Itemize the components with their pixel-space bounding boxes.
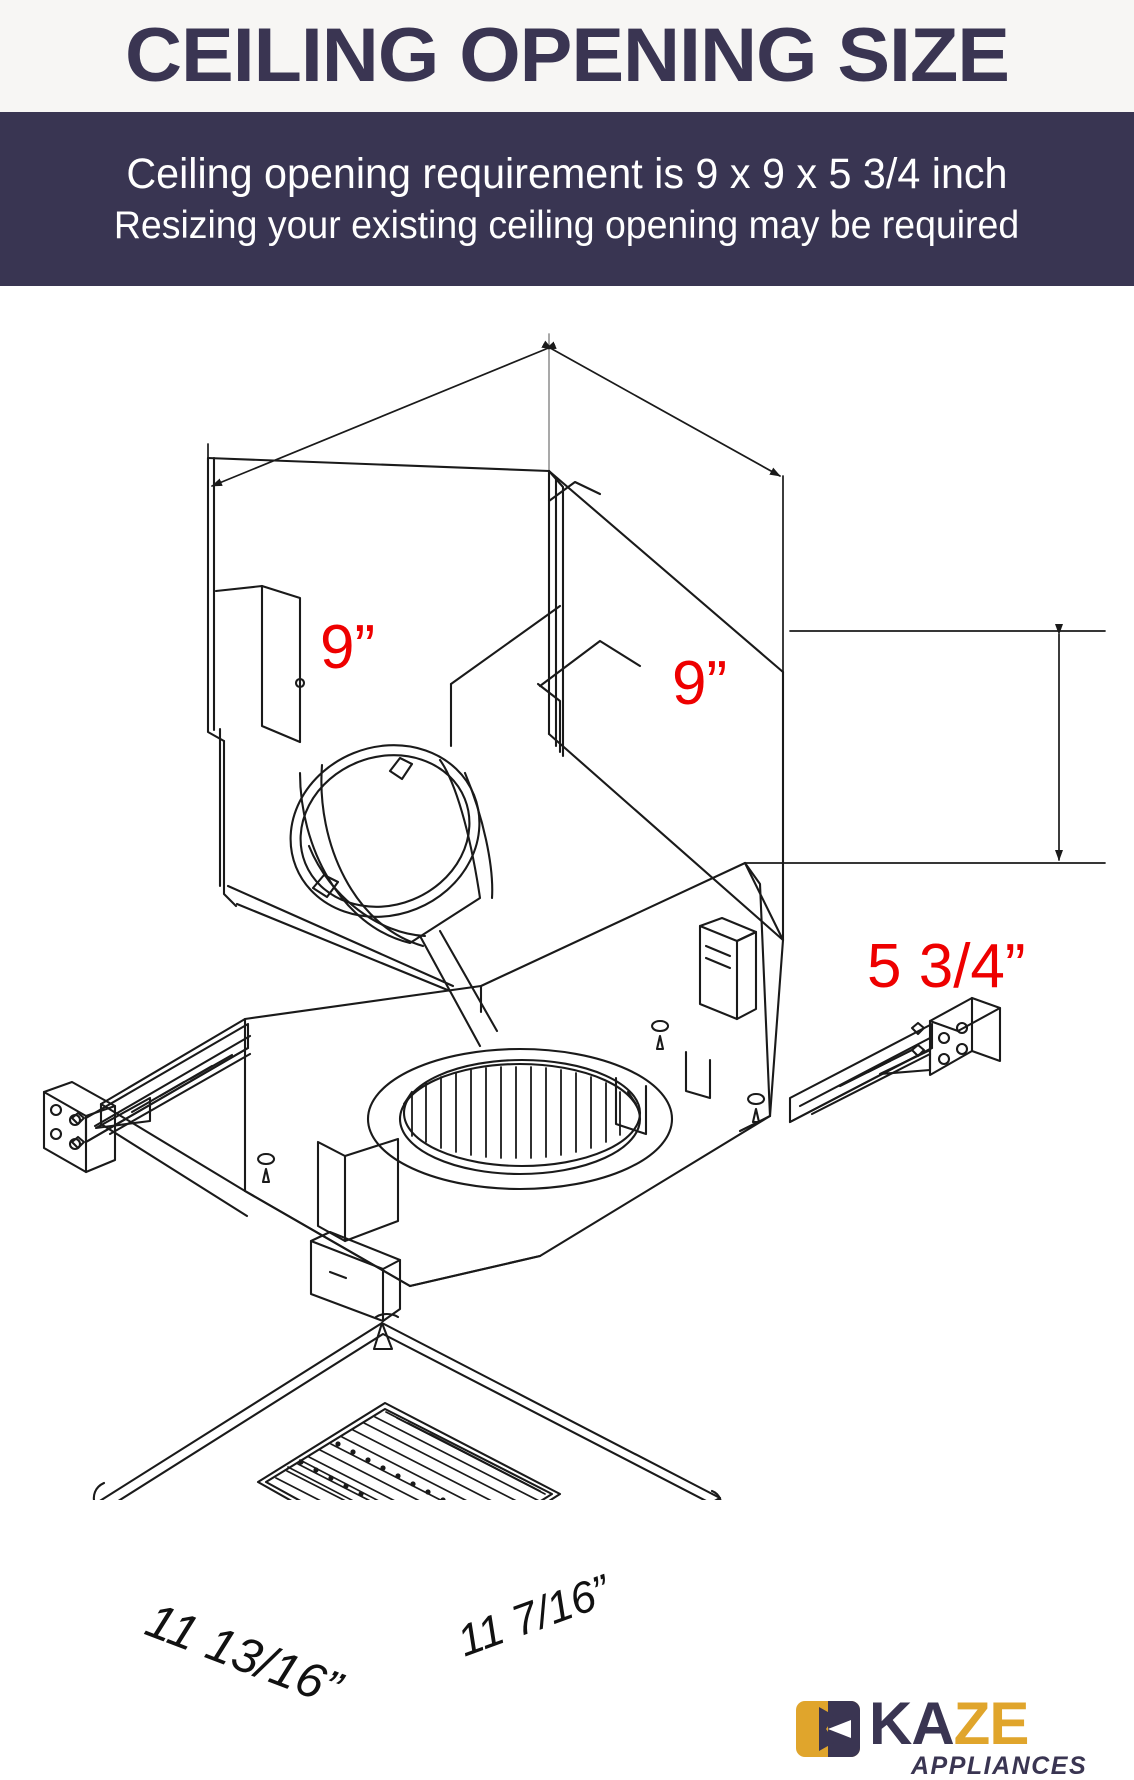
dimension-label-depth: 9”	[672, 649, 728, 718]
bottom-hanging-tab	[309, 1230, 402, 1323]
keyhole-slots	[257, 1019, 766, 1184]
header-block: CEILING OPENING SIZE Ceiling opening req…	[0, 0, 1134, 286]
kaze-logo-icon	[796, 1701, 860, 1757]
dimension-label-height: 5 3/4”	[867, 932, 1026, 1001]
kaze-wordmark-ka: KA	[869, 1690, 955, 1757]
kaze-tagline: APPLIANCES	[911, 1752, 1088, 1780]
electrical-junction-box	[698, 916, 758, 1021]
subtitle-band: Ceiling opening requirement is 9 x 9 x 5…	[0, 112, 1134, 286]
diagram-area: 9” 9” 5 3/4” 11 13/16” 11 7/16” KAZE APP…	[0, 286, 1134, 1779]
duct-collar	[289, 744, 499, 1048]
mounting-bracket-left	[42, 1022, 252, 1174]
page-title: CEILING OPENING SIZE	[125, 13, 1010, 98]
dimension-label-width: 9”	[320, 613, 376, 682]
dimension-lines-housing	[207, 333, 1106, 864]
kaze-wordmark-ze: ZE	[953, 1690, 1030, 1757]
dimension-label-cover-width: 11 13/16”	[138, 1593, 348, 1717]
blower-wheel	[366, 1047, 674, 1191]
dimension-label-cover-depth: 11 7/16”	[450, 1566, 617, 1667]
grille-cover	[92, 1312, 722, 1500]
mounting-bracket-right	[788, 996, 1002, 1124]
kaze-wordmark: KAZE	[869, 1694, 1029, 1754]
technical-drawing	[42, 333, 1106, 1500]
title-bar: CEILING OPENING SIZE	[0, 0, 1134, 112]
brand-logo: KAZE APPLIANCES	[795, 1694, 1095, 1780]
subtitle-requirement-text: Ceiling opening requirement is 9 x 9 x 5…	[126, 150, 1008, 199]
subtitle-resizing-text: Resizing your existing ceiling opening m…	[114, 203, 1020, 247]
fan-housing-body	[206, 456, 785, 993]
plate-support-brackets	[316, 1050, 712, 1243]
